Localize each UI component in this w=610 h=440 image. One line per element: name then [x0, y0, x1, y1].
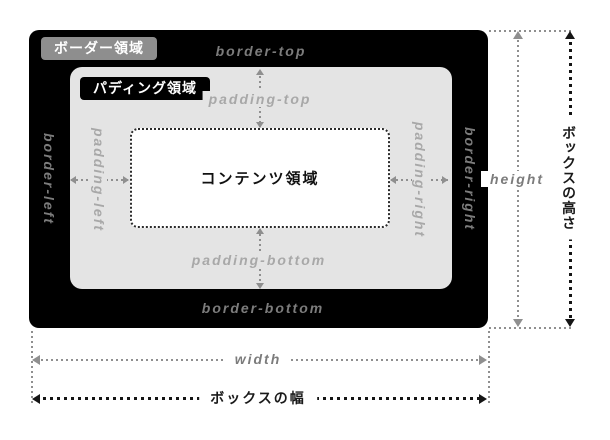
left-guide-line	[31, 331, 33, 403]
top-guide-line	[489, 30, 572, 32]
box-width-right-arrow-icon	[479, 394, 487, 404]
box-height-up-arrow-icon	[565, 31, 575, 39]
height-up-arrow-icon	[513, 31, 523, 39]
width-left-arrow-icon	[32, 355, 40, 365]
padding-right-label: padding-right	[412, 115, 428, 245]
padding-left-label: padding-left	[91, 121, 107, 239]
border-left-label: border-left	[41, 133, 57, 225]
padding-top-label: padding-top	[202, 91, 318, 107]
padding-bottom-label: padding-bottom	[185, 252, 333, 268]
padding-area-badge: パディング領域	[80, 77, 211, 100]
box-height-label: ボックスの高さ	[559, 116, 579, 240]
padding-bottom-up-arrow-icon	[256, 228, 264, 234]
content-area-label: コンテンツ領域	[200, 170, 320, 188]
border-right-label: border-right	[462, 126, 478, 232]
padding-left-left-arrow-icon	[70, 176, 76, 184]
padding-right-right-arrow-icon	[442, 176, 448, 184]
padding-top-down-arrow-icon	[256, 122, 264, 128]
padding-left-right-arrow-icon	[123, 176, 129, 184]
box-height-down-arrow-icon	[565, 319, 575, 327]
right-guide-line	[488, 331, 490, 403]
padding-right-left-arrow-icon	[390, 176, 396, 184]
bottom-guide-line	[489, 327, 572, 329]
padding-bottom-down-arrow-icon	[256, 283, 264, 289]
width-right-arrow-icon	[479, 355, 487, 365]
width-label: width	[225, 351, 291, 367]
height-down-arrow-icon	[513, 319, 523, 327]
border-area-badge: ボーダー領域	[41, 37, 157, 60]
border-bottom-label: border-bottom	[201, 300, 325, 316]
padding-top-up-arrow-icon	[256, 69, 264, 75]
box-width-left-arrow-icon	[32, 394, 40, 404]
height-label: height	[481, 171, 553, 187]
box-width-label: ボックスの幅	[199, 388, 317, 408]
border-top-label: border-top	[215, 43, 307, 59]
content-area-box	[130, 128, 390, 228]
